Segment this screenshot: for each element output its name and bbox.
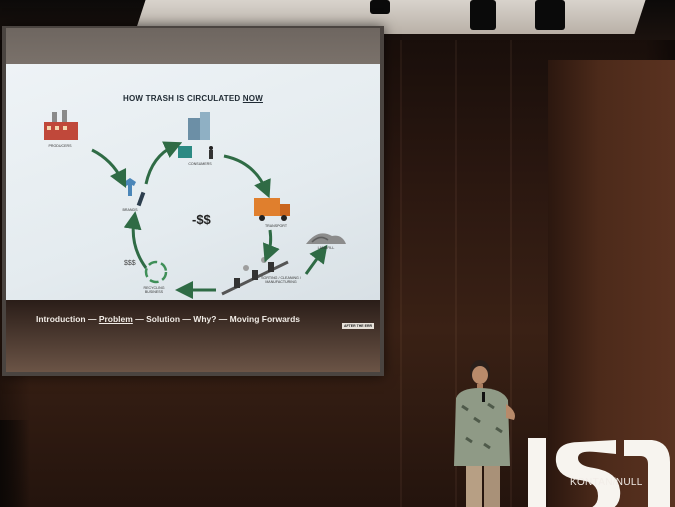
presentation-slide: HOW TRASH IS CIRCULATED NOW	[6, 64, 380, 300]
slide-title: HOW TRASH IS CIRCULATED NOW	[6, 94, 380, 103]
garbage-truck-icon	[254, 198, 290, 221]
cycle-arrows	[91, 141, 328, 299]
agenda-separator: —	[180, 314, 194, 324]
photo-credit-watermark: KONTAN/NULL	[570, 477, 643, 488]
factory-icon	[44, 110, 78, 140]
left-shadow	[0, 420, 30, 507]
landfill-icon	[306, 233, 346, 244]
clothing-icon	[124, 178, 146, 207]
agenda-separator: —	[85, 314, 99, 324]
node-label-transport: TRANSPORT	[264, 224, 288, 228]
node-label-sorting: SORTING / CLEANING / MANUFACTURING	[261, 276, 301, 284]
slide-title-emphasis: NOW	[242, 94, 263, 103]
center-cost-label: -$$	[192, 212, 211, 227]
stage-light-icon	[535, 0, 565, 30]
agenda-nav: Introduction — Problem — Solution — Why?…	[36, 314, 300, 324]
wall-panel-line	[400, 40, 402, 507]
stage-light-icon	[370, 0, 390, 14]
agenda-separator: —	[132, 314, 147, 324]
slide-title-prefix: HOW TRASH IS CIRCULATED	[123, 94, 243, 103]
agenda-item-moving-forwards: Moving Forwards	[229, 314, 301, 324]
wall-panel-line	[510, 40, 512, 507]
event-badge: AFTER THE ERR	[342, 323, 374, 329]
agenda-item-problem: Problem	[98, 314, 133, 324]
screen-top-margin	[6, 28, 380, 64]
agenda-item-why: Why?	[193, 314, 217, 324]
node-label-consumers: CONSUMERS	[188, 162, 212, 166]
agenda-separator: —	[216, 314, 230, 324]
agenda-item-solution: Solution	[146, 314, 181, 324]
city-building-icon	[178, 112, 213, 159]
wall-panel-line	[455, 40, 457, 507]
agenda-item-introduction: Introduction	[36, 314, 86, 324]
stage-light-icon	[470, 0, 496, 30]
stage-letters-sign	[528, 438, 670, 507]
node-label-producers: PRODUCERS	[48, 144, 72, 148]
node-label-landfill: LANDFILL	[317, 246, 335, 250]
node-label-recycling: RECYCLING BUSINESS	[143, 286, 165, 294]
speaker-figure	[454, 360, 515, 507]
trash-cycle-diagram	[44, 110, 346, 299]
node-label-brands: BRANDS	[122, 208, 138, 212]
slide-footer: Introduction — Problem — Solution — Why?…	[6, 300, 380, 372]
recycling-money-label: $$$	[124, 260, 136, 267]
wooden-wall-panel	[548, 60, 675, 507]
recycle-icon	[144, 260, 168, 284]
